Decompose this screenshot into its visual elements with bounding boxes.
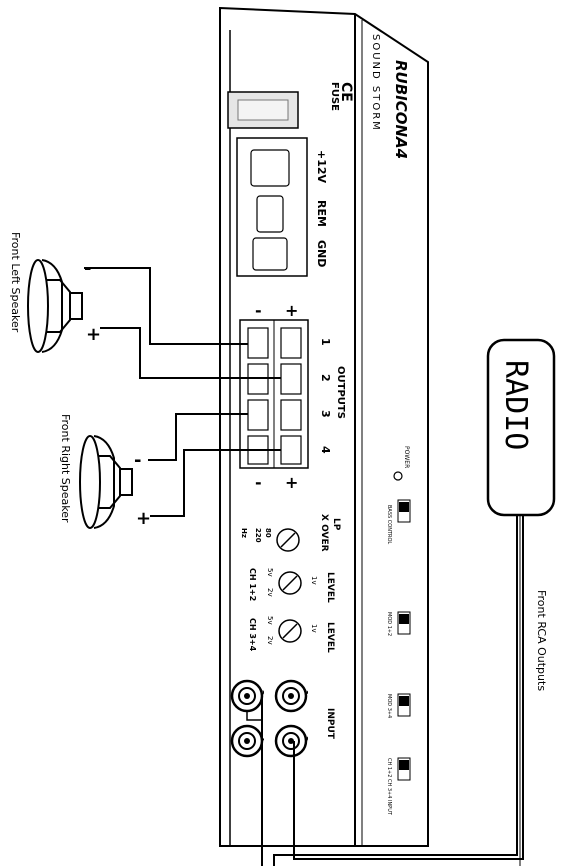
level12-value-2v: 2v xyxy=(266,588,274,597)
power-terminal-block xyxy=(236,137,308,277)
front-left-speaker-label: Front Left Speaker xyxy=(9,232,22,333)
level34-value-2v: 2v xyxy=(266,636,274,645)
level34-value-5v: 5v xyxy=(266,616,274,625)
switch-label-input: CH 1+2 CH 3+4 INPUT xyxy=(386,758,392,816)
switch-mod-12[interactable] xyxy=(397,611,411,635)
switch-mod-34[interactable] xyxy=(397,693,411,717)
rca-jack-3[interactable] xyxy=(274,724,308,758)
speaker-wires xyxy=(84,267,281,517)
lp-label: LP xyxy=(331,518,341,531)
level-label-12: LEVEL xyxy=(325,572,335,603)
power-led xyxy=(393,471,403,481)
radio-label: RADIO xyxy=(498,360,533,450)
output-channel-2: 2 xyxy=(319,374,332,382)
rca-jack-2[interactable] xyxy=(230,679,264,713)
amp-maker: SOUND STORM xyxy=(370,34,381,132)
rca-jack-4[interactable] xyxy=(230,724,264,758)
front-left-plus: + xyxy=(86,324,101,345)
switch-label-mod12: MOD 1+2 xyxy=(386,612,392,636)
level-knob-ch34[interactable] xyxy=(278,619,302,643)
terminal-minus-top: - xyxy=(255,301,262,320)
switch-input[interactable] xyxy=(397,757,411,781)
switch-label-bass: BASS CONTROL xyxy=(386,505,392,544)
power-label-rem: REM xyxy=(315,200,328,227)
output-terminal-block xyxy=(239,319,309,469)
front-right-speaker-label: Front Right Speaker xyxy=(59,414,72,523)
rca-cables xyxy=(246,515,524,866)
output-channel-4: 4 xyxy=(319,446,332,454)
ch34-label: CH 3+4 xyxy=(248,618,257,652)
output-channel-1: 1 xyxy=(319,338,332,346)
level-knob-ch12[interactable] xyxy=(278,571,302,595)
xover-value-80: 80 xyxy=(264,528,272,538)
front-right-minus: - xyxy=(134,450,141,471)
output-channel-3: 3 xyxy=(319,410,332,418)
xover-label: X OVER xyxy=(319,514,329,552)
front-rca-outputs-label: Front RCA Outputs xyxy=(535,590,548,691)
fuse-label: FUSE xyxy=(329,82,340,111)
terminal-plus-top: + xyxy=(285,301,298,320)
xover-knob[interactable] xyxy=(276,528,300,552)
terminal-plus-bottom: + xyxy=(285,473,298,492)
outputs-title: OUTPUTS xyxy=(335,366,346,419)
level-label-34: LEVEL xyxy=(325,622,335,653)
switch-bass[interactable] xyxy=(397,499,411,523)
power-label-12v: +12V xyxy=(315,150,328,184)
front-right-plus: + xyxy=(136,508,151,529)
amp-brand: RUBICONA4 xyxy=(392,60,410,159)
power-led-label: POWER xyxy=(403,446,410,468)
radio xyxy=(486,338,556,517)
level12-value-1v: 1v xyxy=(310,576,318,585)
front-right-speaker-icon xyxy=(79,435,133,529)
front-left-speaker-icon xyxy=(27,259,83,353)
switch-label-mod34: MOD 3+4 xyxy=(386,694,392,718)
ce-mark: CE xyxy=(338,82,354,102)
level34-value-1v: 1v xyxy=(310,624,318,633)
ch12-label: CH 1+2 xyxy=(248,568,257,601)
power-label-gnd: GND xyxy=(315,240,328,267)
rca-jack-1[interactable] xyxy=(274,679,308,713)
level12-value-5v: 5v xyxy=(266,568,274,577)
xover-value-220: 220 xyxy=(254,528,262,543)
xover-value-hz: Hz xyxy=(240,528,248,538)
input-label: INPUT xyxy=(325,708,335,740)
terminal-minus-bottom: - xyxy=(255,473,262,492)
